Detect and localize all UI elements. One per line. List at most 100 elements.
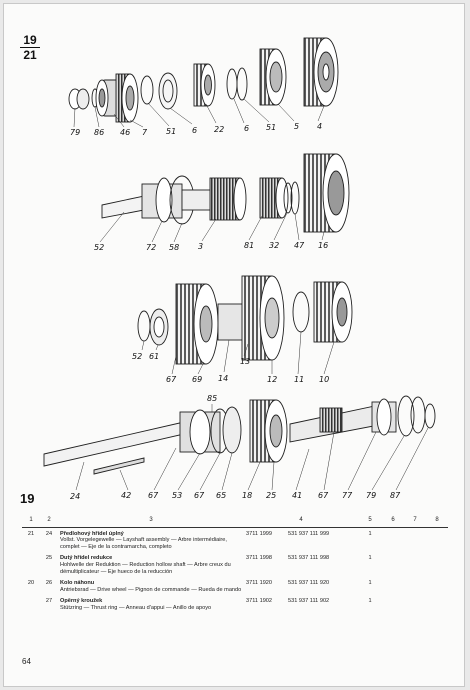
callout-label: 81	[244, 241, 254, 250]
empty-cell	[426, 527, 448, 552]
callout-label: 69	[192, 375, 202, 384]
callout-label: 24	[70, 492, 80, 501]
callout-label: 67	[148, 491, 159, 500]
part-number-full: 531 937 111 998	[288, 555, 330, 562]
description-czech: Dutý hřídel redukce	[60, 555, 113, 562]
group-ref: 21	[27, 530, 35, 537]
callout-label: 13	[240, 357, 250, 366]
callout-label: 7	[142, 128, 148, 137]
column-header: 6	[382, 516, 404, 528]
callouts-row3: 52 61 67 69 14 13 12 11 10	[132, 352, 329, 384]
part-description: Dutý hřídel redukce Hohlwelle der Redukt…	[58, 552, 244, 577]
empty-cell	[404, 527, 426, 552]
parts-table-header: 1 2 3 4 5 6 7 8	[22, 516, 448, 528]
part-number-short: 3711 1902	[246, 598, 273, 605]
empty-cell	[404, 595, 426, 613]
quantity: 1	[368, 555, 372, 562]
part-number-short: 3711 1998	[246, 555, 273, 562]
callout-label: 16	[318, 241, 328, 250]
column-header: 7	[404, 516, 426, 528]
row4-components	[43, 395, 436, 475]
column-header: 1	[22, 516, 40, 528]
callout-label: 4	[317, 122, 322, 131]
callout-label: 65	[216, 491, 226, 500]
callout-label: 22	[214, 125, 224, 134]
empty-cell	[426, 552, 448, 577]
leader-lines	[73, 98, 429, 491]
part-description: Kolo náhonu Antriebsrad — Drive wheel — …	[58, 577, 244, 595]
callout-label: 41	[292, 491, 302, 500]
empty-cell	[404, 577, 426, 595]
callout-label: 77	[342, 491, 353, 500]
item-number: 27	[45, 598, 53, 605]
row2-components	[101, 153, 350, 233]
callout-label: 6	[244, 124, 249, 133]
item-number: 25	[45, 555, 53, 562]
callout-label: 14	[218, 374, 228, 383]
callout-label: 67	[166, 375, 177, 384]
callout-label: 52	[94, 243, 104, 252]
empty-cell	[404, 552, 426, 577]
column-header: 8	[426, 516, 448, 528]
group-ref: 20	[27, 580, 35, 587]
callout-label: 58	[169, 243, 179, 252]
group-ref	[22, 595, 40, 613]
callout-label: 12	[267, 375, 277, 384]
empty-cell	[426, 595, 448, 613]
section-code-divider	[20, 47, 40, 48]
callout-label: 46	[120, 128, 130, 137]
callout-label: 18	[242, 491, 252, 500]
section-code-bottom: 21	[23, 48, 37, 62]
exploded-view-diagram: 79 86 46 7 51 6 22 6 51 5 4 52 72 58 3 8…	[43, 37, 436, 501]
description-czech: Opěrný kroužek	[60, 598, 103, 605]
callout-label: 72	[146, 243, 156, 252]
part-description: Opěrný kroužek Stützring — Thrust ring —…	[58, 595, 244, 613]
catalog-page: 19 21	[3, 3, 465, 687]
callouts-row4: 85 24 42 67 53 67 65 18 25 41 67 77 79 8…	[70, 394, 401, 501]
callout-label: 51	[166, 127, 176, 136]
part-number-full: 531 937 111 902	[288, 598, 330, 605]
part-number-full: 531 937 111 999	[288, 530, 330, 537]
callout-label: 61	[149, 352, 159, 361]
callouts-row1: 79 86 46 7 51 6 22 6 51 5 4	[70, 122, 322, 137]
row3-components	[137, 275, 353, 365]
callout-label: 85	[207, 394, 217, 403]
callout-label: 42	[121, 491, 131, 500]
column-header: 4	[244, 516, 358, 528]
callouts-row2: 52 72 58 3 81 32 47 16	[94, 241, 328, 252]
table-row: 21 24 Předlohový hřídel úplný Vollst. Vo…	[22, 527, 448, 552]
part-number-full: 531 937 111 920	[288, 580, 330, 587]
empty-cell	[426, 577, 448, 595]
description-czech: Kolo náhonu	[60, 580, 95, 587]
callout-label: 51	[266, 123, 276, 132]
section-number: 19	[20, 491, 35, 506]
quantity: 1	[368, 530, 372, 537]
empty-cell	[382, 577, 404, 595]
empty-cell	[382, 595, 404, 613]
empty-cell	[382, 527, 404, 552]
column-header: 5	[358, 516, 382, 528]
callout-label: 6	[192, 126, 197, 135]
item-number: 24	[45, 530, 53, 537]
callout-label: 11	[294, 375, 304, 384]
callout-label: 79	[70, 128, 80, 137]
group-ref	[22, 552, 40, 577]
callout-label: 10	[319, 375, 329, 384]
callout-label: 79	[366, 491, 376, 500]
callout-label: 47	[294, 241, 305, 250]
row1-components	[68, 37, 339, 123]
description-translations: Stützring — Thrust ring — Anneau d'appui…	[60, 604, 212, 611]
callout-label: 86	[94, 128, 104, 137]
description-translations: Hohlwelle der Reduktion — Reduction holl…	[60, 561, 231, 575]
table-row: 25 Dutý hřídel redukce Hohlwelle der Red…	[22, 552, 448, 577]
section-code-top: 19	[23, 33, 37, 47]
column-header: 2	[40, 516, 58, 528]
empty-cell	[382, 552, 404, 577]
callout-label: 67	[318, 491, 329, 500]
description-translations: Vollst. Vorgelegewelle — Layshaft assemb…	[60, 537, 227, 550]
callout-label: 3	[198, 242, 203, 251]
callout-label: 52	[132, 352, 142, 361]
description-translations: Antriebsrad — Drive wheel — Pignon de co…	[60, 586, 242, 593]
part-description: Předlohový hřídel úplný Vollst. Vorgeleg…	[58, 527, 244, 552]
parts-table: 1 2 3 4 5 6 7 8 21 24 Předlohový hřídel …	[22, 516, 448, 614]
